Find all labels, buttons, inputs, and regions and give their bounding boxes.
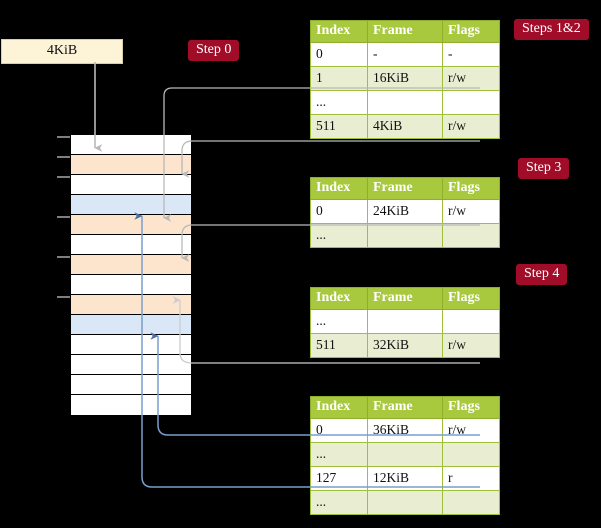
badge-step-3: Step 3 (518, 158, 570, 179)
cell-frame (367, 223, 443, 248)
memory-tick (57, 156, 70, 158)
wire-step1-2-table0-511-to-memory (181, 140, 480, 178)
cell-flags: r/w (442, 114, 500, 139)
col-header-frame: Frame (367, 287, 443, 310)
cell-frame: 36KiB (367, 418, 443, 443)
col-header-index: Index (310, 177, 368, 200)
cell-index: 0 (310, 418, 368, 443)
memory-cell (71, 355, 191, 375)
table-row: ... (310, 223, 500, 248)
cell-flags (442, 442, 500, 467)
cell-flags (442, 309, 500, 334)
col-header-frame: Frame (367, 177, 443, 200)
memory-tick (57, 296, 70, 298)
table-header-row: Index Frame Flags (310, 177, 500, 200)
memory-cell (71, 235, 191, 255)
memory-cell (71, 275, 191, 295)
col-header-flags: Flags (442, 20, 500, 43)
table-row: ... (310, 442, 500, 467)
table-header-row: Index Frame Flags (310, 396, 500, 419)
col-header-index: Index (310, 396, 368, 419)
cell-frame (367, 90, 443, 115)
cell-flags: r/w (442, 418, 500, 443)
table-row-highlighted: 511 4KiB r/w (310, 114, 500, 139)
cell-frame: 32KiB (367, 333, 443, 358)
page-table-level-1: Index Frame Flags 0 24KiB r/w ... (310, 177, 500, 248)
cell-flags: r/w (442, 199, 500, 224)
cell-index: 0 (310, 42, 368, 67)
memory-cell (71, 255, 191, 275)
cell-index: 1 (310, 66, 368, 91)
badge-step-4: Step 4 (516, 264, 568, 285)
page-table-level-3: Index Frame Flags 0 36KiB r/w ... 127 12… (310, 396, 500, 515)
cell-frame: 16KiB (367, 66, 443, 91)
table-row: ... (310, 490, 500, 515)
cell-index: 0 (310, 199, 368, 224)
cell-frame (367, 309, 443, 334)
cell-index: ... (310, 309, 368, 334)
cell-flags: r (442, 466, 500, 491)
cell-index: ... (310, 223, 368, 248)
col-header-flags: Flags (442, 287, 500, 310)
cell-frame: 4KiB (367, 114, 443, 139)
col-header-frame: Frame (367, 20, 443, 43)
memory-cell (71, 335, 191, 355)
cell-index: 127 (310, 466, 368, 491)
memory-tick (57, 256, 70, 258)
table-row: 0 36KiB r/w (310, 418, 500, 443)
table-row: 511 32KiB r/w (310, 333, 500, 358)
cell-index: ... (310, 90, 368, 115)
cell-flags: - (442, 42, 500, 67)
cell-frame: - (367, 42, 443, 67)
memory-cell (71, 295, 191, 315)
memory-tick (57, 136, 70, 138)
table-row: ... (310, 90, 500, 115)
cell-flags: r/w (442, 333, 500, 358)
cell-index: ... (310, 490, 368, 515)
table-row: 0 - - (310, 42, 500, 67)
source-frame-box: 4KiB (1, 39, 123, 64)
memory-cell (71, 155, 191, 175)
col-header-frame: Frame (367, 396, 443, 419)
cell-index: ... (310, 442, 368, 467)
col-header-index: Index (310, 287, 368, 310)
memory-tick (57, 176, 70, 178)
cell-flags (442, 490, 500, 515)
cell-index: 511 (310, 333, 368, 358)
table-header-row: Index Frame Flags (310, 20, 500, 43)
table-header-row: Index Frame Flags (310, 287, 500, 310)
badge-steps-1-2: Steps 1&2 (514, 19, 589, 40)
memory-cell (71, 135, 191, 155)
badge-step-0: Step 0 (188, 40, 240, 61)
page-table-level-2: Index Frame Flags ... 511 32KiB r/w (310, 287, 500, 358)
cell-flags (442, 223, 500, 248)
table-row: 127 12KiB r (310, 466, 500, 491)
page-table-level-0: Index Frame Flags 0 - - 1 16KiB r/w ... (310, 20, 500, 139)
memory-tick (57, 216, 70, 218)
cell-flags (442, 90, 500, 115)
table-row: 1 16KiB r/w (310, 66, 500, 91)
col-header-flags: Flags (442, 177, 500, 200)
cell-frame: 24KiB (367, 199, 443, 224)
table-row: ... (310, 309, 500, 334)
col-header-index: Index (310, 20, 368, 43)
col-header-flags: Flags (442, 396, 500, 419)
cell-flags: r/w (442, 66, 500, 91)
memory-cell (71, 375, 191, 395)
memory-cell (71, 315, 191, 335)
table-row: 0 24KiB r/w (310, 199, 500, 224)
cell-frame: 12KiB (367, 466, 443, 491)
physical-memory-column (70, 134, 191, 415)
memory-cell (71, 215, 191, 235)
memory-cell (71, 175, 191, 195)
cell-frame (367, 442, 443, 467)
memory-cell (71, 195, 191, 215)
cell-frame (367, 490, 443, 515)
memory-cell (71, 395, 191, 415)
cell-index: 511 (310, 114, 368, 139)
